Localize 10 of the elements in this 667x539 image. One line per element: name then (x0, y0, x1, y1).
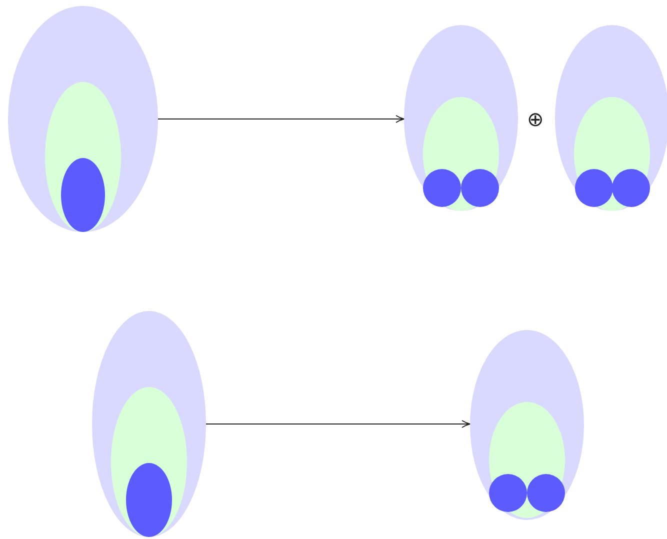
circle (527, 474, 565, 512)
circle (461, 169, 499, 207)
circle (612, 169, 650, 207)
core-ellipse (61, 158, 105, 232)
circle (423, 169, 461, 207)
direct-sum-symbol: ⊕ (527, 109, 544, 129)
circle (575, 169, 613, 207)
inner-ellipse (489, 402, 565, 518)
core-ellipse (126, 463, 172, 537)
circle (489, 474, 527, 512)
